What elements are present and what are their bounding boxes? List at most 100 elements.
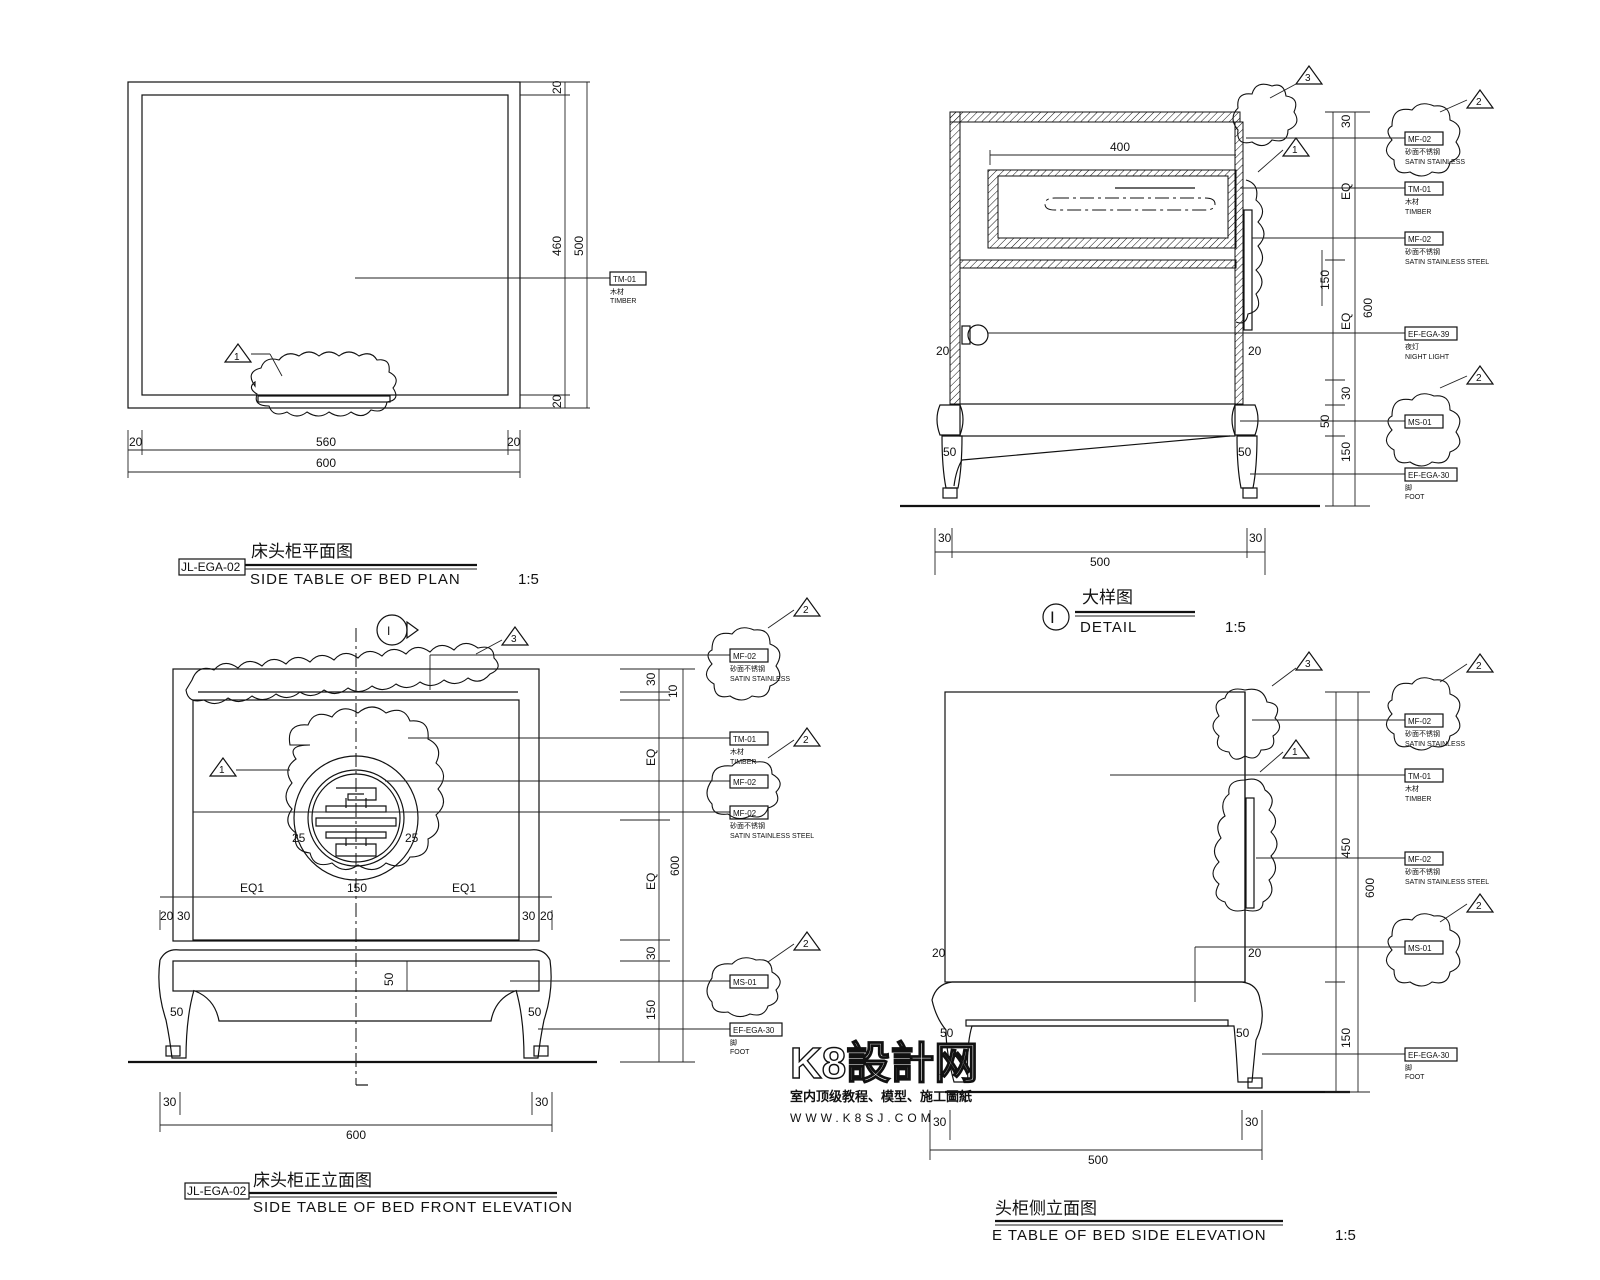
detail-dim-50l: 50 — [943, 445, 957, 459]
side-tag-2a: 2 — [1476, 661, 1482, 672]
side-body — [944, 691, 1246, 983]
detail-callout-4-box — [1404, 326, 1458, 341]
detail-dim-b30r: 30 — [1249, 531, 1263, 545]
front-dim-eq1b: EQ1 — [452, 881, 476, 895]
plan-tag-1: 1 — [234, 352, 240, 363]
watermark-logo: K8設計网 — [790, 1039, 978, 1088]
front-callout-6-en: FOOT — [730, 1049, 750, 1056]
front-callout-4-cn: 砂面不锈钢 — [730, 821, 765, 830]
front-dim-c25b: 25 — [405, 831, 419, 845]
side-callout-2: TM-01 木材 TIMBER — [1404, 768, 1444, 803]
front-callout-3-code: MF-02 — [733, 778, 757, 787]
side-foot-cap — [1247, 1077, 1263, 1089]
front-callout-6-cn: 脚 — [730, 1038, 737, 1047]
detail-callout-5: MS-01 — [1404, 414, 1444, 429]
detail-night-light — [967, 324, 989, 346]
plan-inner-outline — [141, 94, 509, 396]
front-apron-arch — [194, 990, 516, 1022]
side-callout-cloud-1 — [1385, 677, 1461, 751]
plan-view: 1 TM-01 木材 TIMBER 20 460 500 20 20 560 2… — [127, 80, 647, 588]
front-dim-r30: 30 — [522, 909, 536, 923]
front-tag-2b-leader — [767, 739, 795, 759]
front-drawing-no: JL-EGA-02 — [187, 1184, 247, 1198]
side-callout-3-cn: 砂面不锈钢 — [1405, 867, 1440, 876]
front-tag-3-tri — [500, 625, 530, 646]
detail-tag-3: 3 — [1305, 73, 1311, 84]
watermark-url: WWW.K8SJ.COM — [790, 1111, 935, 1125]
detail-title-cn: 大样图 — [1082, 588, 1133, 607]
front-tag-2b-tri — [792, 726, 822, 747]
detail-base — [959, 403, 1236, 437]
front-dim-c150: 150 — [347, 881, 367, 895]
side-dim-b500: 500 — [1088, 1153, 1108, 1167]
front-callout-3: MF-02 — [729, 774, 769, 789]
front-callout-cloud-2 — [706, 759, 781, 820]
side-callout-3-box — [1404, 851, 1444, 866]
side-callout-1-cn: 砂面不锈钢 — [1405, 729, 1440, 738]
detail-tag-2b-tri — [1465, 364, 1495, 385]
front-callout-6: EF-EGA-30 脚 FOOT — [729, 1022, 783, 1056]
plan-callout-en: TIMBER — [610, 298, 636, 305]
detail-tag-2a-leader — [1439, 99, 1468, 113]
detail-tag-2a: 2 — [1476, 97, 1482, 108]
side-callout-5-en: FOOT — [1405, 1074, 1425, 1081]
side-callout-4-code: MS-01 — [1408, 944, 1432, 953]
detail-callout-4-cn: 夜灯 — [1405, 342, 1419, 351]
detail-dim-50v: 50 — [1318, 414, 1332, 428]
detail-cloud-3 — [1232, 83, 1298, 147]
front-dim-f50r: 50 — [528, 1005, 542, 1019]
detail-shelf — [959, 259, 1237, 269]
plan-drawing-no: JL-EGA-02 — [181, 560, 241, 574]
side-tag-3-leader — [1271, 667, 1297, 687]
front-callout-cloud-3 — [706, 957, 781, 1018]
front-foot-cap-right — [533, 1045, 549, 1057]
detail-scale: 1:5 — [1225, 619, 1246, 636]
detail-callout-2-code: TM-01 — [1408, 185, 1432, 194]
detail-callout-3: MF-02 砂面不锈钢 SATIN STAINLESS STEEL — [1404, 231, 1489, 266]
detail-callout-1-box — [1404, 131, 1444, 146]
front-dim-r20: 20 — [540, 909, 554, 923]
side-dim-v150: 150 — [1339, 1028, 1353, 1048]
side-dim-f50r: 50 — [1236, 1026, 1250, 1040]
side-scale: 1:5 — [1335, 1227, 1356, 1244]
detail-dim-400: 400 — [1110, 140, 1130, 154]
side-tag-2b: 2 — [1476, 901, 1482, 912]
detail-tag-2a-tri — [1465, 88, 1495, 109]
detail-tag-1-leader — [1257, 149, 1284, 173]
front-callout-5: MS-01 — [729, 974, 769, 989]
side-tag-1-leader — [1259, 751, 1284, 773]
front-base-top — [159, 949, 551, 961]
detail-callout-2: TM-01 木材 TIMBER — [1404, 181, 1444, 216]
detail-tag-2b-leader — [1439, 375, 1468, 389]
front-dim-v600: 600 — [668, 856, 682, 876]
detail-marker: I — [1050, 608, 1055, 627]
side-dim-b30l: 30 — [933, 1115, 947, 1129]
side-tag-2a-tri — [1465, 652, 1495, 673]
front-tag-1: 1 — [219, 765, 225, 776]
front-tag-3-leader — [475, 639, 503, 655]
plan-dim-h460: 460 — [550, 236, 564, 256]
side-tag-2a-leader — [1439, 663, 1468, 683]
plan-callout-code: TM-01 — [613, 275, 637, 284]
side-dim-v450: 450 — [1339, 838, 1353, 858]
side-callout-2-box — [1404, 768, 1444, 783]
side-cloud-edge — [1212, 778, 1278, 912]
front-dim-veqb: EQ — [644, 873, 658, 890]
front-callout-4-code: MF-02 — [733, 809, 757, 818]
front-dim-eq1a: EQ1 — [240, 881, 264, 895]
front-top-cloud-band — [185, 642, 499, 705]
front-callout-2-cn: 木材 — [730, 747, 744, 756]
plan-drawing-no-box — [178, 558, 246, 576]
front-title-cn: 床头柜正立面图 — [253, 1171, 372, 1190]
front-section-arrow — [406, 620, 420, 640]
front-callout-2: TM-01 木材 TIMBER — [729, 731, 769, 766]
side-callout-1-code: MF-02 — [1408, 717, 1432, 726]
front-dim-l30: 30 — [177, 909, 191, 923]
front-dim-v150: 150 — [644, 1000, 658, 1020]
plan-callout-cn: 木材 — [610, 287, 624, 296]
side-callout-3: MF-02 砂面不锈钢 SATIN STAINLESS STEEL — [1404, 851, 1489, 886]
front-tag-2b: 2 — [803, 735, 809, 746]
detail-tag-1: 1 — [1292, 145, 1298, 156]
front-callout-1-en: SATIN STAINLESS — [730, 676, 790, 683]
side-callout-1-en: SATIN STAINLESS — [1405, 741, 1465, 748]
